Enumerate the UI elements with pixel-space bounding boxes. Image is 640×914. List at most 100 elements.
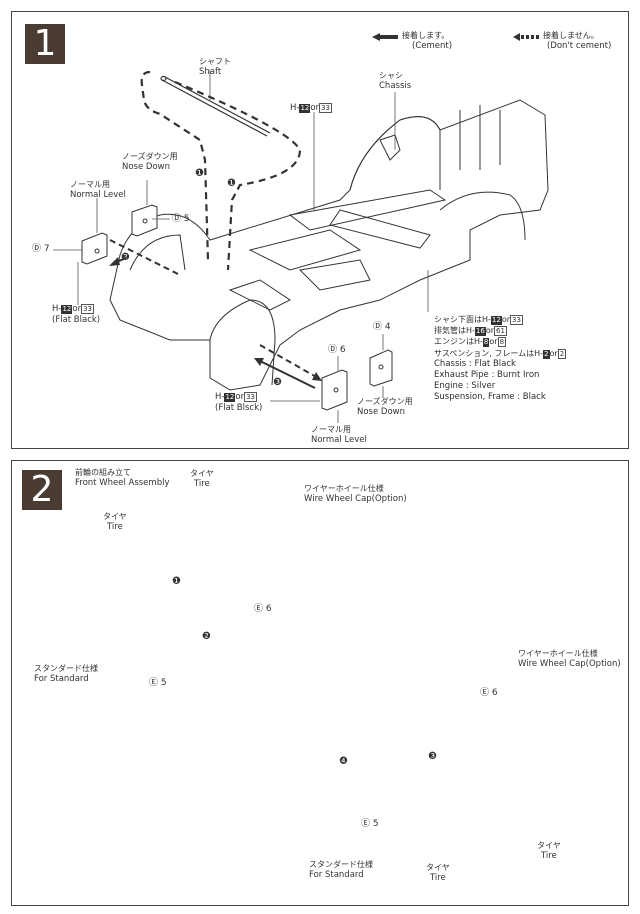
insert-d6 bbox=[321, 369, 348, 411]
tire-en: Tire bbox=[429, 873, 446, 883]
tire-jp: タイヤ bbox=[103, 512, 127, 521]
wire-wheel-jp: ワイヤーホイール仕様 bbox=[518, 649, 598, 658]
paint-code-outline: 2 bbox=[557, 348, 567, 359]
part-d5-label: Ⓓ 5 bbox=[172, 214, 190, 224]
part-e6-label-right: Ⓔ 6 bbox=[480, 688, 498, 698]
normal-level-jp: ノーマル用 bbox=[70, 180, 110, 189]
nose-down-label-2: ノーズダウン用 Nose Down bbox=[357, 396, 413, 418]
sequence-marker-3: ❸ bbox=[428, 751, 437, 762]
tire-en: Tire bbox=[106, 522, 123, 532]
nose-down-jp: ノーズダウン用 bbox=[122, 152, 178, 161]
sequence-marker-1: ❶ bbox=[195, 168, 204, 179]
nose-down-jp: ノーズダウン用 bbox=[357, 397, 413, 406]
sequence-marker-2: ❷ bbox=[202, 631, 211, 642]
wire-wheel-label-right: ワイヤーホイール仕様 Wire Wheel Cap(Option) bbox=[518, 648, 621, 670]
tire-jp: タイヤ bbox=[537, 841, 561, 850]
legend-no-cement-jp: 接着しません。 bbox=[543, 31, 599, 40]
standard-en: For Standard bbox=[309, 870, 364, 880]
paint-en-engine: Engine : Silver bbox=[434, 381, 496, 392]
chassis-label-jp: シャシ bbox=[379, 71, 403, 80]
paint-prefix: H- bbox=[215, 392, 225, 402]
paint-or: or bbox=[235, 392, 245, 402]
shaft-label: シャフト Shaft bbox=[199, 56, 231, 78]
shaft-label-jp: シャフト bbox=[199, 57, 231, 66]
sequence-marker-1: ❶ bbox=[172, 576, 181, 587]
step-1-panel bbox=[11, 11, 629, 449]
paint-code-dark: 12 bbox=[224, 393, 236, 402]
wire-wheel-en: Wire Wheel Cap(Option) bbox=[518, 659, 621, 669]
shaft-label-en: Shaft bbox=[199, 67, 222, 77]
legend-no-cement-en: (Don't cement) bbox=[547, 41, 612, 51]
part-d4-label: Ⓓ 4 bbox=[373, 322, 391, 332]
sequence-marker-1b: ❶ bbox=[227, 178, 236, 189]
part-d6-label: Ⓓ 6 bbox=[328, 345, 346, 355]
paint-text: シャシ下面はH- bbox=[434, 315, 491, 324]
paint-code-dark: 8 bbox=[482, 338, 490, 348]
tire-en: Tire bbox=[193, 479, 210, 489]
paint-en-suspension: Suspension, Frame : Black bbox=[434, 392, 546, 403]
wire-wheel-en: Wire Wheel Cap(Option) bbox=[304, 494, 407, 504]
normal-level-label: ノーマル用 Normal Level bbox=[70, 179, 126, 201]
tire-jp: タイヤ bbox=[190, 469, 214, 478]
step-2-title-en: Front Wheel Assembly bbox=[75, 478, 170, 488]
paint-code-dark: 12 bbox=[299, 104, 311, 113]
nose-down-label: ノーズダウン用 Nose Down bbox=[122, 151, 178, 173]
part-d7-label: Ⓓ 7 bbox=[32, 244, 50, 254]
legend-cement-jp: 接着します。 bbox=[402, 31, 450, 40]
part-e6-label-upper: Ⓔ 6 bbox=[254, 604, 272, 614]
tire-label-upper: タイヤ Tire bbox=[190, 468, 214, 490]
part-e5-label-left: Ⓔ 5 bbox=[149, 678, 167, 688]
step-2-panel bbox=[11, 460, 629, 906]
tire-en: Tire bbox=[540, 851, 557, 861]
standard-label-bottom: スタンダード仕様 For Standard bbox=[309, 859, 373, 881]
paint-text: サスペンション, フレームはH- bbox=[434, 348, 544, 358]
standard-jp: スタンダード仕様 bbox=[309, 860, 373, 869]
paint-code-dark: 12 bbox=[61, 305, 73, 314]
normal-level-jp: ノーマル用 bbox=[311, 425, 351, 434]
paint-text: 排気管はH- bbox=[434, 326, 475, 336]
chassis-part bbox=[109, 99, 549, 391]
paint-prefix: H- bbox=[52, 304, 62, 314]
sequence-marker-3: ❸ bbox=[273, 377, 282, 388]
sequence-marker-2: ❷ bbox=[121, 252, 130, 263]
paint-prefix: H- bbox=[290, 103, 300, 113]
nose-down-en: Nose Down bbox=[122, 162, 171, 172]
part-e5-label-right: Ⓔ 5 bbox=[361, 819, 379, 829]
wire-wheel-label-upper: ワイヤーホイール仕様 Wire Wheel Cap(Option) bbox=[304, 483, 407, 505]
shaft-part bbox=[160, 75, 271, 137]
tire-label-left: タイヤ Tire bbox=[103, 511, 127, 533]
paint-or: or bbox=[310, 103, 320, 113]
insert-d5 bbox=[131, 204, 158, 237]
paint-code-outline: 61 bbox=[494, 326, 507, 337]
paint-text: エンジンはH- bbox=[434, 337, 483, 347]
paint-code-dark: 16 bbox=[474, 327, 486, 337]
tire-label-right: タイヤ Tire bbox=[537, 840, 561, 862]
insert-d4 bbox=[369, 349, 393, 387]
paint-note: (Flat Black) bbox=[52, 315, 101, 325]
tire-label-bottom: タイヤ Tire bbox=[426, 862, 450, 884]
no-cement-arrow-icon bbox=[513, 33, 539, 41]
paint-or: or bbox=[72, 304, 82, 314]
chassis-label-en: Chassis bbox=[379, 81, 412, 91]
chassis-label: シャシ Chassis bbox=[379, 70, 411, 92]
shaft-insertion-path bbox=[140, 70, 210, 261]
paint-code-outline: 33 bbox=[319, 103, 333, 113]
legend-no-cement: 接着しません。 (Don't cement) bbox=[543, 30, 611, 52]
cement-arrow-icon bbox=[372, 33, 398, 41]
paint-en-chassis: Chassis : Flat Black bbox=[434, 358, 516, 369]
step-2-title: 前輪の組み立て Front Wheel Assembly bbox=[75, 467, 169, 489]
step-1-number: 1 bbox=[25, 24, 65, 64]
tire-jp: タイヤ bbox=[426, 863, 450, 872]
legend-cement-en: (Cement) bbox=[412, 41, 453, 51]
legend-cement: 接着します。 (Cement) bbox=[402, 30, 452, 52]
wire-wheel-jp: ワイヤーホイール仕様 bbox=[304, 484, 384, 493]
nose-down-en: Nose Down bbox=[357, 407, 406, 417]
